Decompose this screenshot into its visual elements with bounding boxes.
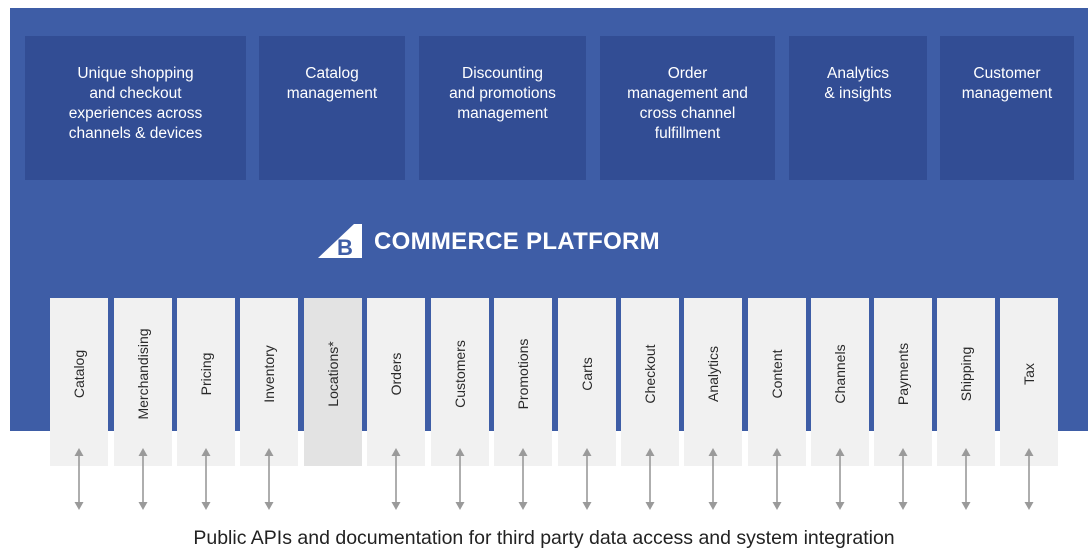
double-headed-arrow-icon: [1023, 448, 1035, 510]
service-content: Content: [748, 298, 806, 466]
service-inventory: Inventory: [240, 298, 298, 466]
service-label: Customers: [452, 340, 468, 408]
service-orders: Orders: [367, 298, 425, 466]
double-headed-arrow-icon: [834, 448, 846, 510]
double-headed-arrow-icon: [644, 448, 656, 510]
capability-box-shopping: Unique shopping and checkout experiences…: [25, 36, 246, 180]
service-promotions: Promotions: [494, 298, 552, 466]
service-customers: Customers: [431, 298, 489, 466]
double-headed-arrow-icon: [137, 448, 149, 510]
service-label: Pricing: [198, 352, 214, 396]
svg-text:B: B: [337, 235, 353, 258]
platform-title: COMMERCE PLATFORM: [374, 228, 660, 255]
capabilities-row: Unique shopping and checkout experiences…: [0, 0, 1088, 180]
double-headed-arrow-icon: [73, 448, 85, 510]
service-merchandising: Merchandising: [114, 298, 172, 466]
double-headed-arrow-icon: [581, 448, 593, 510]
service-tax: Tax: [1000, 298, 1058, 466]
service-shipping: Shipping: [937, 298, 995, 466]
service-label: Catalog: [71, 349, 87, 399]
capability-label: Unique shopping and checkout experiences…: [68, 65, 203, 142]
service-label: Inventory: [261, 345, 277, 403]
capability-label: Analytics & insights: [824, 65, 892, 102]
double-headed-arrow-icon: [200, 448, 212, 510]
capability-label: Customer management: [961, 65, 1053, 102]
service-channels: Channels: [811, 298, 869, 466]
service-analytics: Analytics: [684, 298, 742, 466]
service-label: Analytics: [705, 345, 721, 403]
service-label: Shipping: [958, 346, 974, 402]
service-pricing: Pricing: [177, 298, 235, 466]
double-headed-arrow-icon: [517, 448, 529, 510]
double-headed-arrow-icon: [454, 448, 466, 510]
capability-box-order: Order management and cross channel fulfi…: [600, 36, 775, 180]
service-label: Channels: [832, 344, 848, 404]
bigcommerce-b-logo-icon: B: [318, 224, 362, 258]
service-label: Tax: [1021, 363, 1037, 385]
double-headed-arrow-icon: [707, 448, 719, 510]
api-footer-caption: Public APIs and documentation for third …: [193, 527, 895, 549]
double-headed-arrow-icon: [960, 448, 972, 510]
service-carts: Carts: [558, 298, 616, 466]
service-label: Merchandising: [135, 328, 151, 420]
double-headed-arrow-icon: [390, 448, 402, 510]
double-headed-arrow-icon: [897, 448, 909, 510]
service-label: Carts: [579, 357, 595, 391]
capability-box-analytics: Analytics & insights: [789, 36, 927, 180]
capability-box-discounting: Discounting and promotions management: [419, 36, 586, 180]
service-locations: Locations*: [304, 298, 362, 466]
service-label: Payments: [895, 342, 911, 406]
service-checkout: Checkout: [621, 298, 679, 466]
capability-label: Order management and cross channel fulfi…: [627, 65, 748, 142]
service-label: Content: [769, 349, 785, 399]
service-catalog: Catalog: [50, 298, 108, 466]
capability-box-customer: Customer management: [940, 36, 1074, 180]
service-label: Checkout: [642, 344, 658, 404]
double-headed-arrow-icon: [771, 448, 783, 510]
service-payments: Payments: [874, 298, 932, 466]
capability-label: Discounting and promotions management: [449, 65, 556, 122]
service-label: Locations*: [325, 341, 341, 407]
capability-box-catalog: Catalog management: [259, 36, 405, 180]
service-label: Orders: [388, 352, 404, 396]
platform-brand: B COMMERCE PLATFORM: [318, 224, 778, 264]
double-headed-arrow-icon: [263, 448, 275, 510]
capability-label: Catalog management: [286, 65, 378, 102]
service-label: Promotions: [515, 338, 531, 410]
